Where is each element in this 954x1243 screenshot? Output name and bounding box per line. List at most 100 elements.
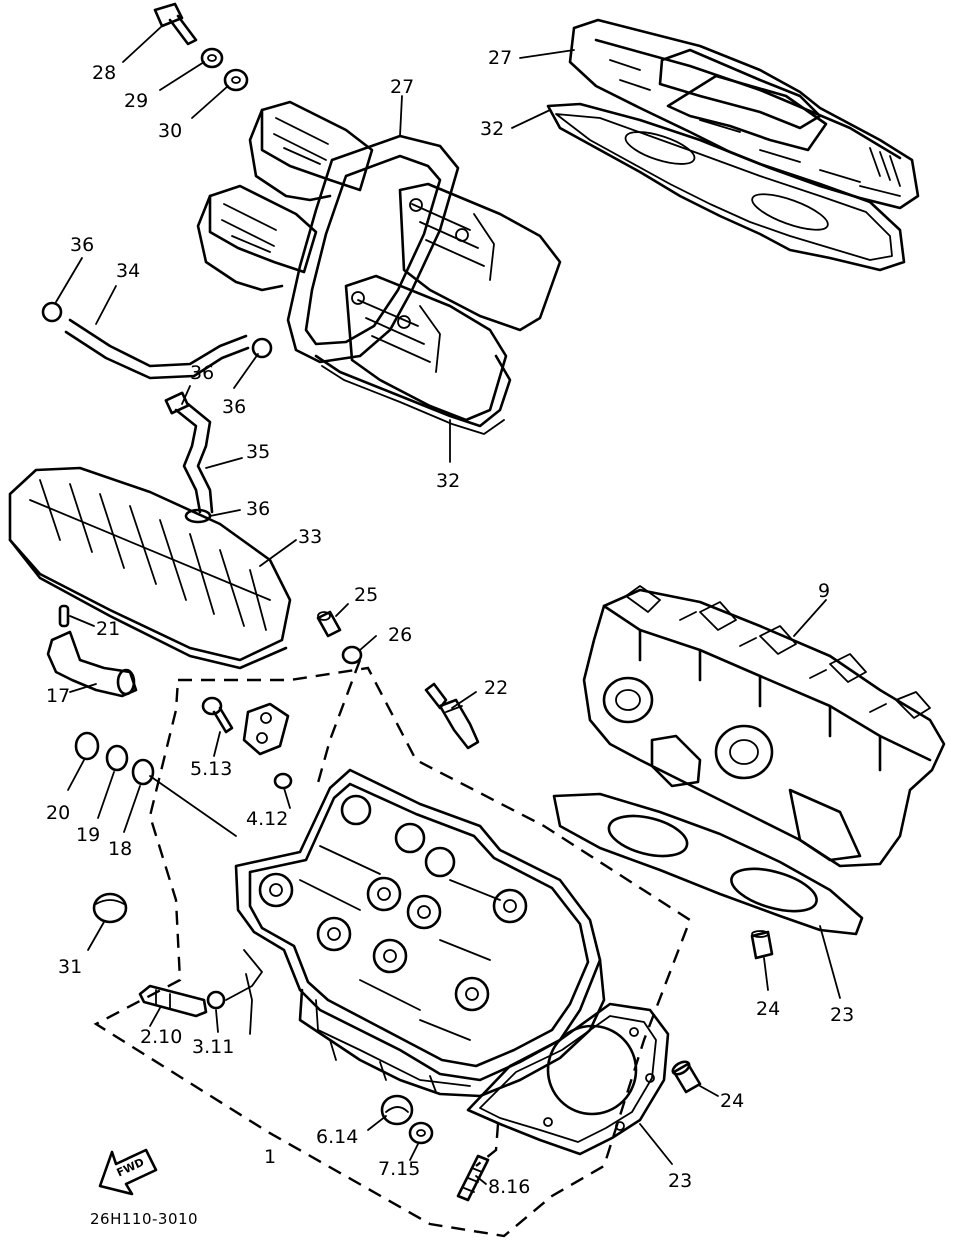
part-6-14-drawing [380,1094,414,1126]
part-7-15-drawing [408,1121,434,1145]
oring-20-drawing [74,731,100,761]
leader-36b [181,385,191,405]
leader-26 [359,635,377,651]
leader-19 [97,771,115,819]
ring-3-11-drawing [206,990,226,1010]
callout-24-front: 24 [720,1090,745,1112]
callout-25: 25 [354,584,379,606]
spark-plug-22-drawing [424,682,480,750]
callout-27-rear: 27 [488,47,513,69]
leader-18b [149,775,237,837]
washer-30-drawing [223,68,249,92]
diagram-code: 26H110-3010 [90,1210,199,1228]
callout-5-13: 5.13 [190,758,233,780]
leader-20 [67,759,85,791]
callout-22: 22 [484,677,509,699]
leader-22 [451,691,477,709]
callout-26: 26 [388,624,413,646]
callout-36-c: 36 [222,396,247,418]
leader-5-13 [213,731,221,757]
leader-36a [55,257,83,303]
callout-21: 21 [96,618,121,640]
bolt-28-drawing [153,2,198,46]
leader-29 [159,61,205,91]
leader-36c [233,353,259,389]
callout-36-b: 36 [190,362,215,384]
callout-20: 20 [46,802,71,824]
gasket-23-rear-drawing [552,792,864,936]
callout-9: 9 [818,580,831,602]
callout-4-12: 4.12 [246,808,289,830]
cylinder-head-rear-drawing [582,585,946,868]
head-cover-front-drawing [196,100,562,435]
callout-6-14: 6.14 [316,1126,359,1148]
washer-29-drawing [200,47,224,69]
leader-24-rear [763,957,769,991]
callout-31: 31 [58,956,83,978]
callout-3-11: 3.11 [192,1036,235,1058]
leader-30 [191,85,229,119]
leader-33 [259,539,297,567]
callout-29: 29 [124,90,149,112]
dash-leader-25 [314,659,362,791]
leader-23-rear [819,925,841,999]
leader-18 [123,785,141,833]
dowel-24-rear-drawing [750,930,774,960]
cap-31-drawing [92,892,128,924]
callout-24-rear: 24 [756,998,781,1020]
callout-8-16: 8.16 [488,1176,531,1198]
dash-leader-8 [475,1123,500,1167]
stud-8-16-drawing [456,1154,490,1202]
callout-34: 34 [116,260,141,282]
leader-23-front [639,1123,673,1165]
leader-35 [205,457,243,469]
leader-17 [69,683,97,693]
part-26-drawing [341,645,363,665]
breather-hose-34-drawing [41,301,273,380]
leader-8-16 [475,1175,487,1185]
leader-24-front [699,1085,719,1097]
callout-17: 17 [46,685,71,707]
leader-3-11 [215,1009,219,1033]
callout-36-a: 36 [70,234,95,256]
leader-misc [245,973,253,1035]
pin-21-drawing [58,604,70,628]
callout-33: 33 [298,526,323,548]
valve-2-10-drawing [138,984,208,1018]
callout-7-15: 7.15 [378,1158,421,1180]
callout-35: 35 [246,441,271,463]
callout-32-rear: 32 [480,118,505,140]
leader-7-15 [409,1143,419,1161]
callout-28: 28 [92,62,117,84]
leader-32-rear [511,109,551,129]
leader-6-14 [367,1115,387,1131]
callout-36-d: 36 [246,498,271,520]
part-25-drawing [316,610,342,638]
callout-30: 30 [158,120,183,142]
leader-21 [69,615,95,627]
forward-arrow [98,1148,158,1196]
callout-1: 1 [264,1146,277,1168]
callout-19: 19 [76,824,101,846]
callout-18: 18 [108,838,133,860]
assembly-1-bracket [93,666,692,1238]
gasket-23-front-drawing [466,1002,670,1156]
callout-27-front: 27 [390,76,415,98]
bolt-5-13-drawing [201,696,290,756]
leader-9 [793,599,827,637]
head-cover-rear-drawing [546,18,920,272]
oring-19-drawing [105,744,129,772]
leader-34 [95,285,117,325]
cover-33-drawing [8,466,292,670]
part-4-12-drawing [273,772,293,790]
tensioner-17-drawing [46,630,138,698]
leader-3-11b [225,949,263,1001]
callout-2-10: 2.10 [140,1026,183,1048]
leader-31 [87,921,105,951]
oring-18-drawing [131,758,155,786]
leader-36d [209,509,241,517]
callout-32-front: 32 [436,470,461,492]
leader-27-rear [519,49,575,59]
